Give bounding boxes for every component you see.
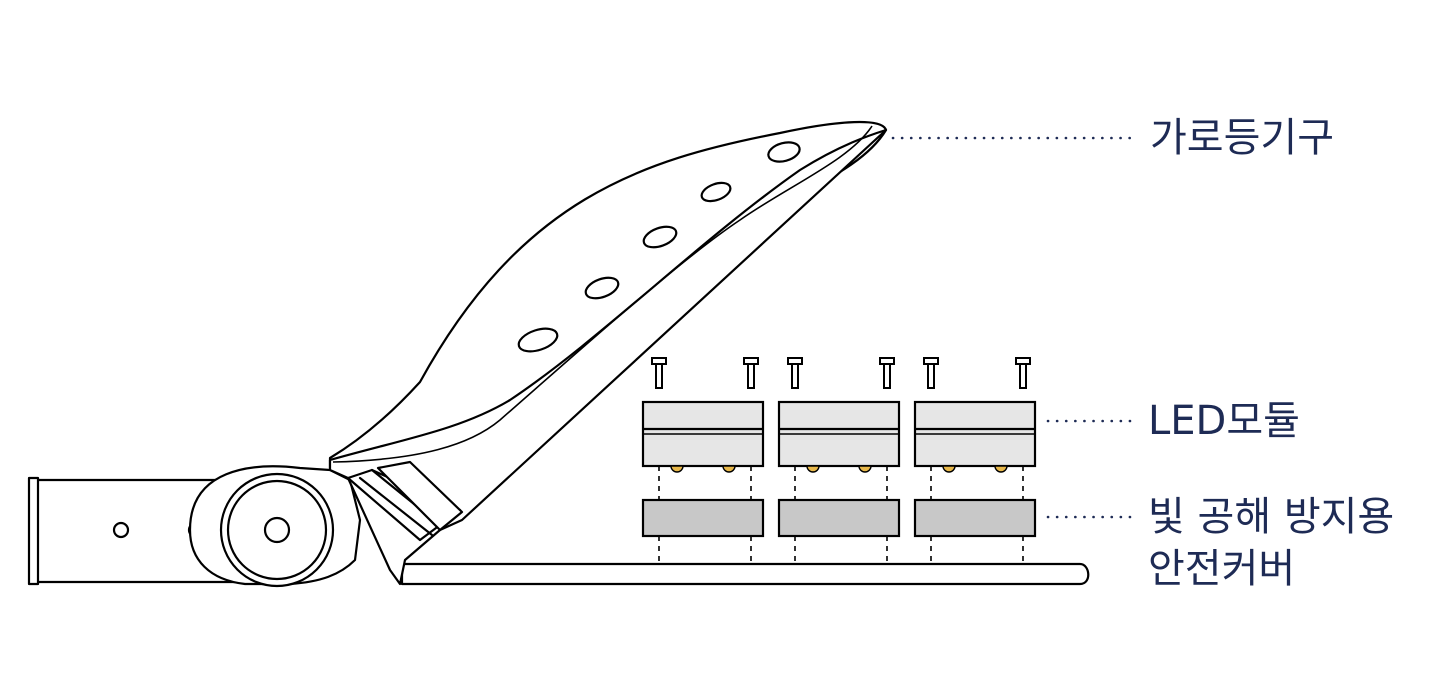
led-chip: [806, 465, 820, 473]
base-plate: [400, 562, 1090, 586]
screw-icon: [651, 357, 667, 389]
safety-cover: [641, 498, 765, 538]
screw-icon: [923, 357, 939, 389]
led-chip: [994, 465, 1008, 473]
led-chip: [942, 465, 956, 473]
housing-holes: [517, 141, 801, 353]
label-led-module: LED모듈: [1148, 398, 1300, 444]
housing-panel-line: [332, 125, 873, 463]
safety-cover: [913, 498, 1037, 538]
led-chip: [670, 465, 684, 473]
lamp-housing-front: [328, 128, 888, 586]
led-module-assembly: [641, 357, 1037, 564]
led-chip: [858, 465, 872, 473]
screw-icon: [743, 357, 759, 389]
label-cover-line2: 안전커버: [1148, 546, 1296, 592]
screw-icon: [879, 357, 895, 389]
led-chip: [722, 465, 736, 473]
label-cover-line1: 빛 공해 방지용: [1148, 494, 1395, 540]
hinge-joint: [188, 465, 362, 588]
safety-cover: [777, 498, 901, 538]
arm-bracket: [346, 460, 464, 542]
screw-icon: [1015, 357, 1031, 389]
label-fixture: 가로등기구: [1150, 115, 1334, 161]
screw-icon: [787, 357, 803, 389]
